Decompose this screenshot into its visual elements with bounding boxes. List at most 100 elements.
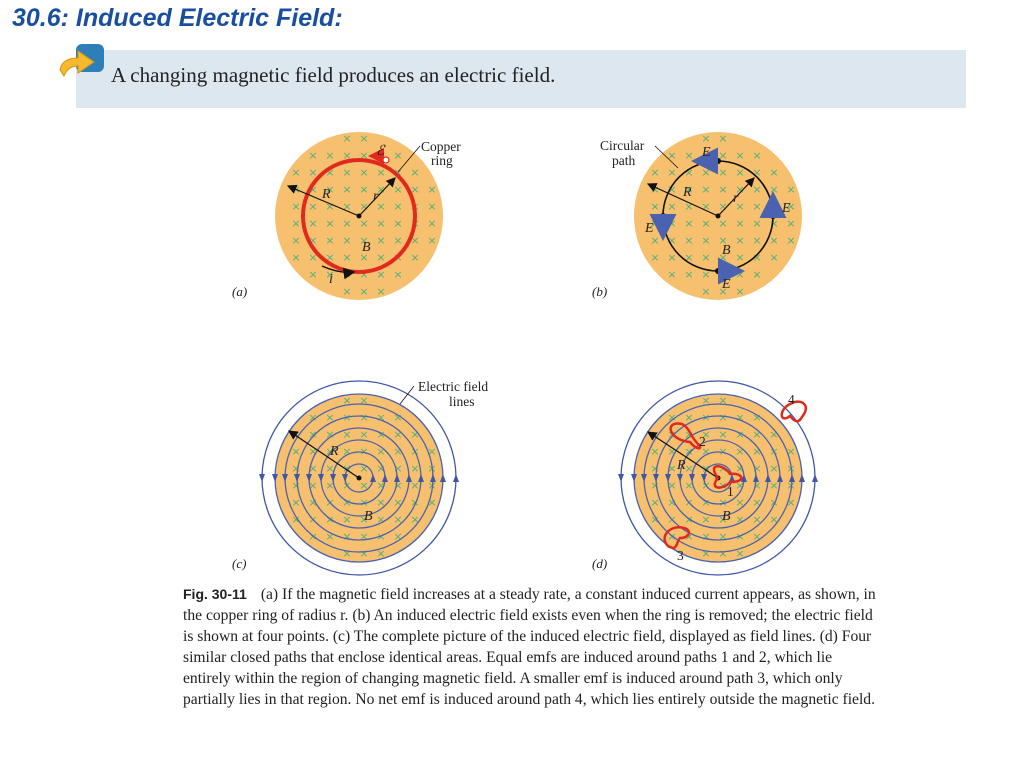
x-mark: × [684,166,693,179]
x-mark: × [410,183,419,196]
x-mark: × [701,428,710,441]
label-i: i [329,272,333,287]
panel-b: ××××××××××××××××××××××××××××××××××××××××… [592,132,802,300]
x-mark: × [650,166,659,179]
x-mark: × [769,496,778,509]
x-mark: × [427,183,436,196]
path-label-1: 1 [727,484,734,499]
closed-path-4 [780,400,807,423]
field-line-arrow [777,474,783,482]
label-R: R [321,187,331,202]
x-mark: × [376,251,385,264]
x-mark: × [718,217,727,230]
x-mark: × [667,200,676,213]
radius-R-arrow [646,431,719,479]
x-mark: × [376,268,385,281]
label-B: B [364,509,373,524]
x-mark: × [650,183,659,196]
x-mark: × [701,234,710,247]
field-line-arrow [430,474,436,482]
x-mark: × [342,547,351,560]
field-line-arrow [382,474,388,482]
radius-R-arrow [646,183,719,217]
x-mark: × [735,445,744,458]
x-mark: × [752,462,761,475]
x-mark: × [342,530,351,543]
x-mark: × [650,496,659,509]
label-E-right: E [781,201,791,216]
x-mark: × [359,479,368,492]
x-mark: × [769,183,778,196]
x-mark: × [684,428,693,441]
x-mark: × [735,200,744,213]
field-line-arrow [418,474,424,482]
panel-label-a: (a) [232,284,247,299]
field-line-arrow [306,474,312,482]
x-mark: × [342,513,351,526]
panel-c: ××××××××××××××××××××××××××××××××××××××××… [232,379,488,576]
x-mark: × [701,513,710,526]
label-circular: Circular [600,138,645,153]
x-mark: × [376,200,385,213]
x-mark: × [308,411,317,424]
label-r: r [733,191,739,206]
x-mark: × [376,428,385,441]
x-mark: × [752,234,761,247]
radius-R-arrow [288,430,360,479]
x-mark: × [684,462,693,475]
x-mark: × [701,445,710,458]
x-mark: × [718,166,727,179]
x-mark: × [752,217,761,230]
x-mark: × [308,183,317,196]
x-mark: × [667,479,676,492]
x-mark: × [684,411,693,424]
banner-text: A changing magnetic field produces an el… [111,63,556,87]
x-mark: × [650,200,659,213]
x-mark: × [427,479,436,492]
panel-label-c: (c) [232,556,246,571]
x-mark: × [701,217,710,230]
x-mark: × [342,132,351,145]
x-mark: × [393,234,402,247]
x-mark: × [701,496,710,509]
field-line-arrow [272,474,278,482]
x-mark: × [359,217,368,230]
x-mark: × [667,496,676,509]
x-mark: × [359,234,368,247]
label-R: R [682,185,692,200]
x-mark: × [684,234,693,247]
x-mark: × [701,132,710,145]
x-mark: × [308,149,317,162]
x-mark: × [393,513,402,526]
electric-field-lines [618,380,818,576]
x-mark: × [752,411,761,424]
radius-r-arrow [358,177,396,217]
label-emf: ℰ [376,144,386,159]
x-mark: × [325,251,334,264]
label-path: path [612,153,635,168]
x-mark: × [650,479,659,492]
field-line-arrow [799,474,805,482]
x-mark: × [410,496,419,509]
x-mark: × [325,217,334,230]
x-mark: × [325,530,334,543]
x-mark: × [701,285,710,298]
x-mark: × [752,166,761,179]
x-mark: × [342,251,351,264]
x-mark: × [308,428,317,441]
x-mark: × [701,547,710,560]
x-mark: × [291,496,300,509]
copper-ring [301,158,417,274]
x-mark: × [308,445,317,458]
x-mark: × [342,496,351,509]
x-mark: × [718,428,727,441]
x-mark: × [325,479,334,492]
x-mark: × [393,268,402,281]
label-B: B [722,243,731,258]
caption-text: (a) If the magnetic field increases at a… [183,586,876,708]
x-mark: × [427,217,436,230]
arrow-icon [59,44,104,78]
x-mark: × [342,183,351,196]
field-line-arrow [440,474,446,482]
x-mark: × [291,200,300,213]
